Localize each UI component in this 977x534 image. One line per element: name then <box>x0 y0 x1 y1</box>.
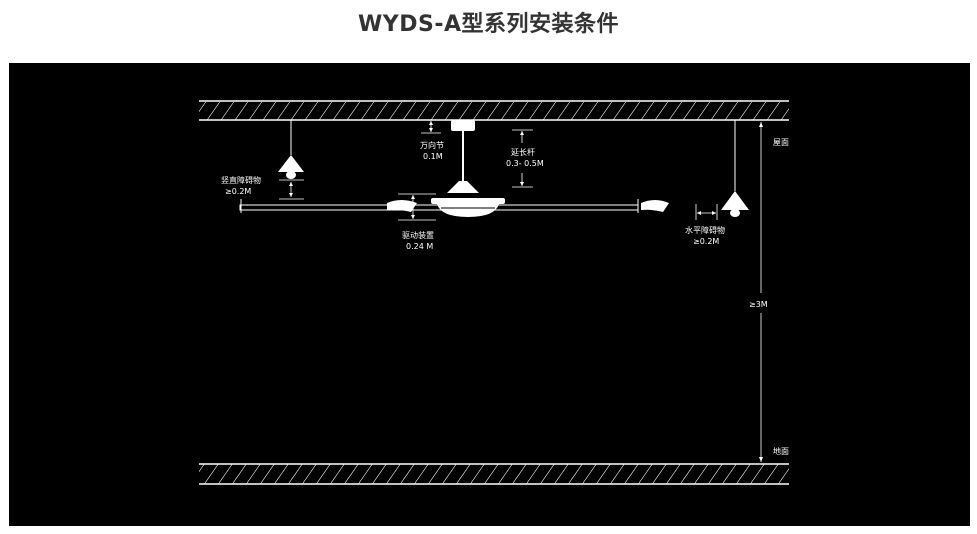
roof-label: 屋面 <box>773 138 789 147</box>
left-lamp-icon <box>278 120 304 179</box>
drive-unit-label: 驱动装置 <box>402 230 434 240</box>
drive-unit-dimension <box>398 193 436 221</box>
horizontal-clearance-dimension <box>695 204 718 220</box>
extension-rod-value: 0.3- 0.5M <box>506 159 544 168</box>
extension-rod-label: 延长杆 <box>511 147 535 157</box>
universal-joint-label: 万向节 <box>420 140 444 150</box>
vertical-obstacle-label: 竖直障碍物 <box>221 175 261 185</box>
vertical-clearance-dimension <box>279 179 304 200</box>
fan-blades-icon <box>239 198 669 217</box>
right-lamp-icon <box>721 120 749 217</box>
universal-joint-value: 0.1M <box>423 152 443 161</box>
vertical-obstacle-value: ≥0.2M <box>225 187 251 196</box>
horizontal-obstacle-label: 水平障碍物 <box>685 225 725 235</box>
installation-diagram-panel: 万向节 0.1M 延长杆 0.3- 0.5M 竖直障碍物 ≥0.2M 驱动装置 … <box>9 63 970 526</box>
universal-joint-dimension <box>421 119 441 134</box>
height-label: ≥3M <box>749 300 768 309</box>
installation-diagram: 万向节 0.1M 延长杆 0.3- 0.5M 竖直障碍物 ≥0.2M 驱动装置 … <box>199 100 789 485</box>
fan-mount-icon <box>447 120 479 193</box>
drive-unit-value: 0.24 M <box>406 242 433 251</box>
ceiling-band <box>199 100 789 121</box>
floor-label: 地面 <box>773 446 789 456</box>
height-dimension <box>759 122 763 462</box>
page-title: WYDS-A型系列安装条件 <box>358 12 619 37</box>
extension-rod-dimension <box>512 129 533 188</box>
floor-band <box>199 463 789 485</box>
horizontal-obstacle-value: ≥0.2M <box>693 237 719 246</box>
